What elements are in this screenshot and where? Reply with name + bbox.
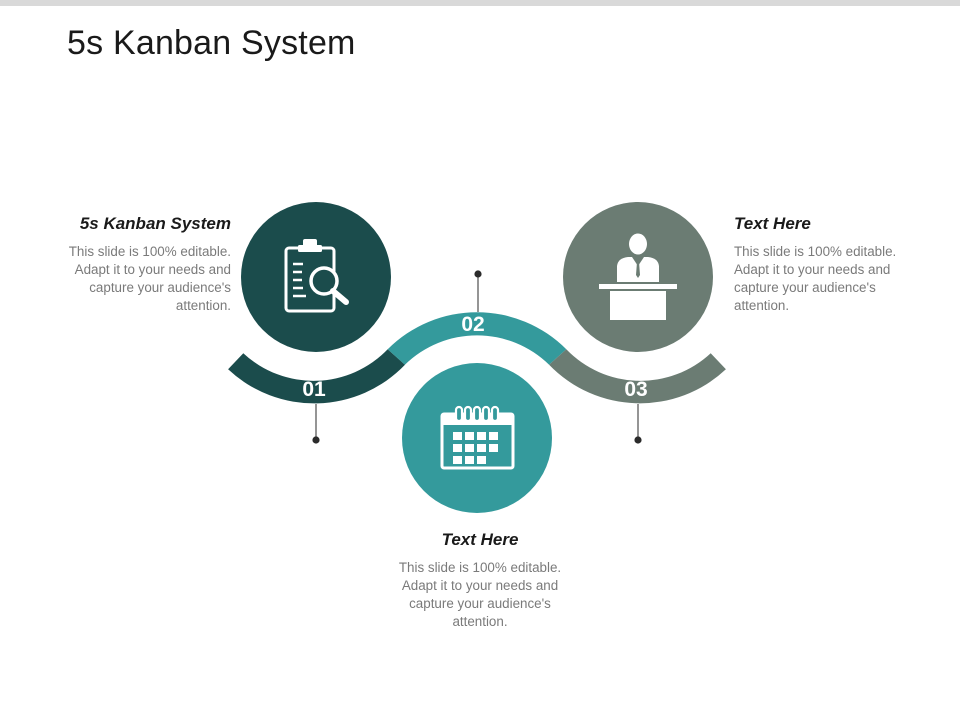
arc-segment-01 [228,349,405,404]
step-03-description: This slide is 100% editable. Adapt it to… [734,244,897,313]
arc-segment-03 [549,349,726,404]
step-number-01: 01 [302,378,326,401]
step-01-description: This slide is 100% editable. Adapt it to… [68,244,231,313]
step-03-heading: Text Here [734,214,811,233]
step-02-description: This slide is 100% editable. Adapt it to… [398,560,562,629]
step-number-03: 03 [624,378,647,401]
clipboard-search-icon [284,239,349,313]
connector-01 [312,404,320,444]
arc-segment-02 [387,312,567,365]
top-accent-bar [0,0,960,6]
connector-03 [634,404,642,444]
slide-title: 5s Kanban System [67,24,356,62]
step-01-heading: 5s Kanban System [79,214,231,233]
calendar-icon [440,405,515,470]
step-number-02: 02 [461,313,484,336]
connector-02 [474,270,482,312]
presenter-podium-icon [599,233,677,320]
step-02-heading: Text Here [441,530,519,549]
